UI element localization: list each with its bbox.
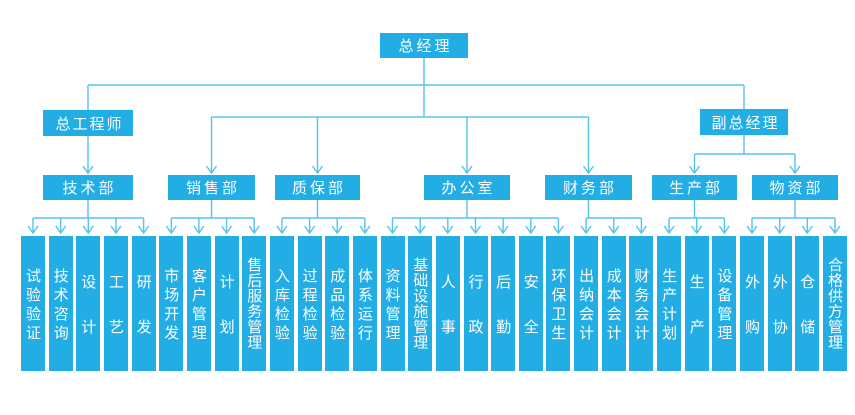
leaf-label: 客户管理 — [189, 267, 208, 344]
leaf-label: 研发 — [134, 273, 153, 364]
dept-technology-box: 技术部 — [43, 175, 133, 200]
leaf-box: 计划 — [214, 236, 239, 371]
leaf-box: 售后服务管理 — [242, 236, 267, 371]
leaf-label: 体系运行 — [355, 267, 374, 344]
leaf-box: 成本会计 — [601, 236, 626, 371]
dept-production-box: 生产部 — [652, 175, 737, 200]
leaf-box: 入库检验 — [269, 236, 294, 371]
leaf-label: 出纳会计 — [577, 267, 596, 344]
leaf-box: 工艺 — [104, 236, 128, 371]
leaf-box: 行政 — [463, 236, 488, 371]
leaf-label: 技术咨询 — [51, 267, 70, 344]
chief-engineer-box: 总工程师 — [43, 110, 133, 136]
leaf-box: 外协 — [767, 236, 792, 371]
leaf-box: 试验验证 — [21, 236, 45, 371]
leaf-box: 过程检验 — [297, 236, 322, 371]
leaf-label: 售后服务管理 — [245, 257, 264, 351]
leaf-label: 成本会计 — [604, 267, 623, 344]
leaf-label: 成品检验 — [328, 267, 347, 344]
leaf-label: 环保卫生 — [549, 267, 568, 344]
dept-finance-box: 财务部 — [545, 175, 632, 200]
leaf-box: 仓储 — [795, 236, 820, 371]
leaf-label: 人事 — [438, 273, 457, 364]
leaf-box: 成品检验 — [325, 236, 350, 371]
leaf-label: 资料管理 — [383, 267, 402, 344]
general-manager-box: 总经理 — [380, 33, 468, 58]
leaf-box: 体系运行 — [352, 236, 377, 371]
leaf-label: 生产计划 — [660, 267, 679, 344]
leaf-label: 入库检验 — [272, 267, 291, 344]
leaf-box: 生产 — [684, 236, 709, 371]
leaf-box: 后勤 — [491, 236, 516, 371]
leaf-label: 计划 — [217, 273, 236, 364]
leaf-label: 基础设施管理 — [411, 257, 430, 351]
leaf-label: 试验验证 — [24, 267, 42, 344]
leaf-box: 基础设施管理 — [408, 236, 433, 371]
leaf-label: 工艺 — [107, 273, 125, 364]
leaf-box: 环保卫生 — [546, 236, 571, 371]
leaf-box: 合格供方管理 — [823, 236, 847, 371]
leaf-box: 人事 — [435, 236, 460, 371]
leaf-box: 安全 — [518, 236, 543, 371]
leaf-box: 资料管理 — [380, 236, 405, 371]
leaf-label: 设备管理 — [715, 267, 734, 344]
leaf-box: 设备管理 — [712, 236, 737, 371]
leaf-label: 财务会计 — [632, 267, 651, 344]
leaf-box: 技术咨询 — [48, 236, 73, 371]
leaf-label: 外协 — [770, 273, 789, 364]
leaf-label: 安全 — [521, 273, 540, 364]
leaf-box: 研发 — [131, 236, 156, 371]
leaf-label: 仓储 — [798, 273, 817, 364]
leaf-label: 过程检验 — [300, 267, 319, 344]
deputy-general-manager-box: 副总经理 — [700, 109, 788, 135]
leaf-box: 财务会计 — [629, 236, 654, 371]
leaf-box: 生产计划 — [657, 236, 682, 371]
leaf-box: 客户管理 — [186, 236, 211, 371]
leaf-label: 生产 — [687, 273, 706, 364]
dept-sales-box: 销售部 — [168, 175, 255, 200]
leaf-box: 外购 — [740, 236, 764, 371]
leaf-label: 设计 — [79, 273, 98, 364]
leaf-label: 合格供方管理 — [826, 257, 844, 351]
dept-office-box: 办公室 — [424, 175, 510, 200]
leaf-label: 行政 — [466, 273, 485, 364]
dept-quality-box: 质保部 — [275, 175, 360, 200]
leaf-label: 外购 — [743, 273, 761, 364]
leaf-box: 出纳会计 — [574, 236, 599, 371]
leaf-label: 后勤 — [494, 273, 513, 364]
leaf-box: 设计 — [76, 236, 101, 371]
dept-materials-box: 物资部 — [752, 175, 838, 200]
leaf-label: 市场开发 — [162, 267, 181, 344]
leaf-box: 市场开发 — [159, 236, 184, 371]
